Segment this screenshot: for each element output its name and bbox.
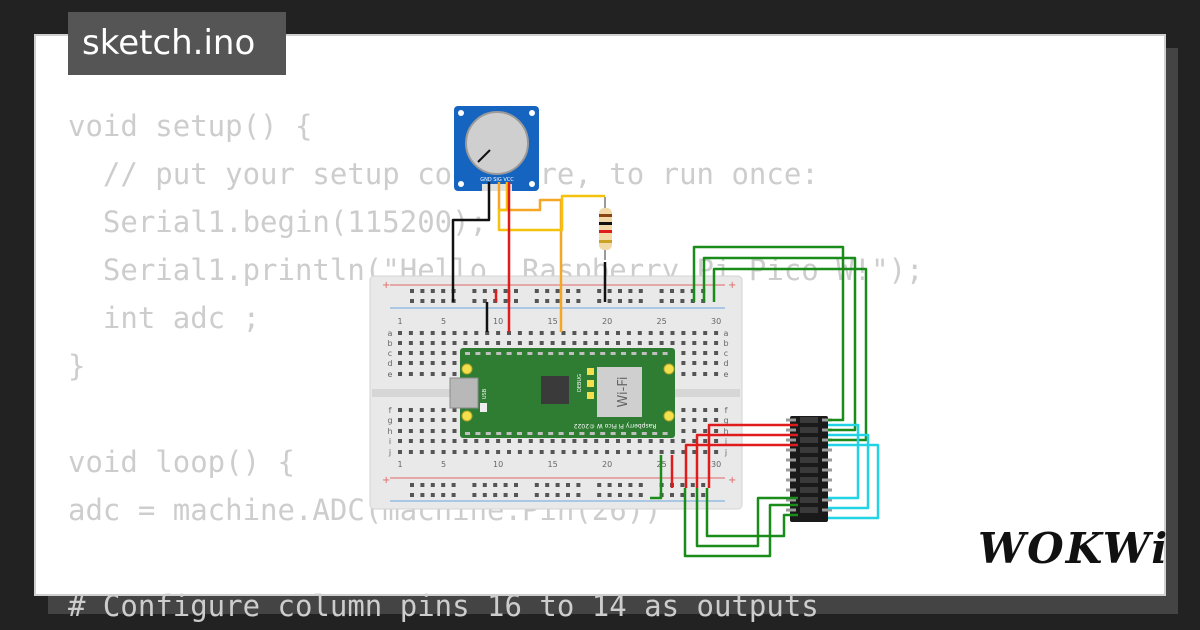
keypad-pins (786, 417, 832, 513)
breadboard-label: 5 (441, 317, 446, 326)
breadboard-label: 1 (397, 460, 402, 469)
wokwi-logo: WOKWi (978, 524, 1170, 573)
board-label: Raspberry Pi Pico W ©2022 (574, 422, 657, 429)
potentiometer[interactable]: GND SIG VCC (454, 106, 539, 191)
breadboard-label: g (387, 416, 392, 425)
wire-keypad-2 (702, 256, 857, 432)
breadboard-label: j (724, 448, 727, 457)
pot-pin-labels: GND SIG VCC (480, 177, 514, 183)
breadboard-label: g (723, 416, 728, 425)
svg-text:+: + (382, 280, 390, 291)
breadboard-label: 15 (548, 460, 558, 469)
wire-row-2 (683, 488, 798, 558)
code-line[interactable]: Serial1.begin(115200); (68, 205, 488, 239)
breadboard-label: h (387, 427, 392, 436)
led-icon (587, 368, 594, 375)
pico-w-board[interactable]: Wi-Fi Raspberry Pi Pico W ©2022 DEBUG US… (449, 348, 675, 438)
resistor (599, 197, 612, 260)
wire-col-3 (695, 433, 798, 488)
breadboard-label: f (389, 406, 392, 415)
wire-keypad-5 (828, 433, 870, 510)
breadboard-label: 25 (657, 317, 667, 326)
wire-gnd (451, 182, 491, 302)
keypad-connector (786, 416, 832, 522)
breadboard-label: f (725, 406, 728, 415)
wifi-module (597, 367, 642, 417)
usb-label: USB (482, 388, 488, 399)
wire-keypad-6 (828, 443, 880, 520)
breadboard-label: 10 (493, 317, 503, 326)
breadboard-label: 30 (711, 460, 721, 469)
wire-col-2 (684, 443, 798, 488)
led-icon (587, 380, 594, 387)
breadboard-label: d (387, 359, 392, 368)
pico-pin-headers (465, 352, 668, 435)
breadboard-label: 20 (602, 460, 612, 469)
mount-hole-icon (663, 410, 675, 422)
debug-label: DEBUG (577, 374, 583, 392)
breadboard-label: a (724, 329, 729, 338)
led-icon (587, 392, 594, 399)
wire-keypad-1 (692, 245, 845, 422)
breadboard-label: e (388, 370, 393, 379)
svg-text:+: + (382, 475, 390, 486)
breadboard-label: c (724, 349, 728, 358)
mount-hole-icon (461, 410, 473, 422)
knob-icon[interactable] (465, 111, 529, 175)
breadboard-label: 15 (548, 317, 558, 326)
breadboard-label: b (387, 339, 392, 348)
wire-keypad-3 (712, 267, 868, 442)
breadboard-label: 1 (397, 317, 402, 326)
wire-sig-resistor (497, 182, 605, 232)
breadboard-label: b (723, 339, 728, 348)
code-line[interactable]: int adc ; (68, 301, 261, 335)
bootsel-button-icon (480, 403, 487, 412)
usb-connector (449, 377, 479, 409)
svg-text:+: + (728, 280, 736, 291)
code-editor: void setup() { // put your setup code he… (68, 102, 924, 630)
wire-col-4 (707, 423, 798, 488)
breadboard-label: d (723, 359, 728, 368)
breadboard-label: a (388, 329, 393, 338)
code-line[interactable]: } (68, 349, 86, 383)
svg-text:+: + (728, 475, 736, 486)
breadboard-label: 20 (602, 317, 612, 326)
breadboard-label: e (724, 370, 729, 379)
code-line[interactable]: void setup() { (68, 109, 313, 143)
code-line[interactable]: void loop() { (68, 445, 295, 479)
breadboard-label: 5 (441, 460, 446, 469)
wire-row-3 (695, 488, 798, 548)
breadboard-label: i (725, 437, 727, 446)
breadboard-label: j (388, 448, 391, 457)
wifi-label: Wi-Fi (616, 376, 631, 407)
mount-hole-icon (461, 363, 473, 375)
wire-row-1 (650, 455, 663, 500)
file-tab[interactable]: sketch.ino (68, 12, 286, 75)
wire-row-4 (705, 488, 798, 538)
code-line[interactable]: # Configure column pins 16 to 14 as outp… (68, 589, 819, 623)
rp2040-chip (541, 376, 569, 404)
breadboard-label: 10 (493, 460, 503, 469)
breadboard-label: 30 (711, 317, 721, 326)
breadboard-label: c (388, 349, 392, 358)
breadboard-label: h (723, 427, 728, 436)
wire-keypad-4 (828, 423, 860, 500)
breadboard-label: i (389, 437, 391, 446)
wires (451, 182, 880, 558)
mount-hole-icon (663, 363, 675, 375)
